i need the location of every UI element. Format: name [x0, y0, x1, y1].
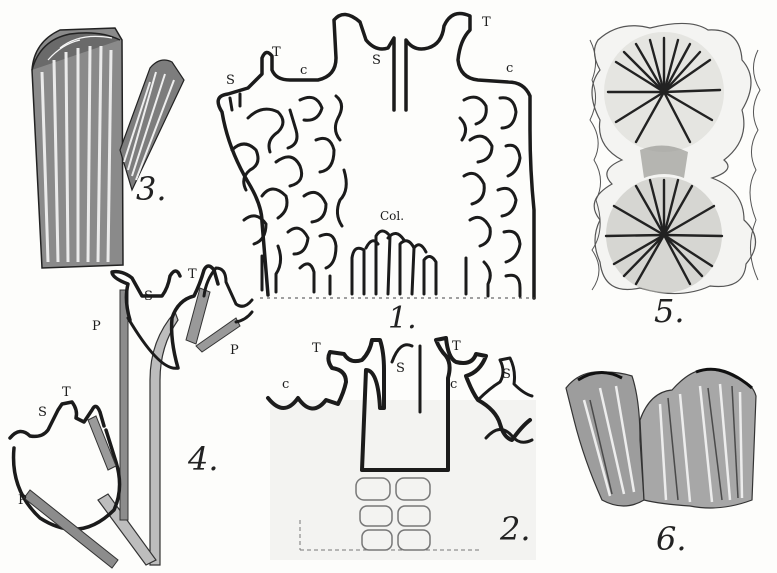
- figure-number-6: 6.: [656, 520, 687, 558]
- fig1-label-c-right: c: [506, 61, 513, 76]
- figure-number-1: 1.: [388, 301, 417, 336]
- fig2-label-c-right: c: [450, 377, 457, 392]
- fig4-label-P-top: P: [92, 319, 101, 334]
- fig2-label-S-center: S: [396, 361, 405, 376]
- figure-number-4: 4.: [187, 440, 219, 478]
- fig2-label-S-right: S: [502, 367, 511, 382]
- fig2-label-T-left: T: [312, 341, 321, 356]
- fig4-label-T-mid: T: [62, 385, 71, 400]
- fig1-label-S-left: S: [226, 73, 235, 88]
- figure-5-drawing: [590, 23, 760, 293]
- figure-number-3: 3.: [136, 170, 167, 208]
- fig2-label-c-left: c: [282, 377, 289, 392]
- figure-number-5: 5.: [654, 292, 685, 330]
- fig2-label-T-right: T: [452, 339, 461, 354]
- fig1-label-T-right: T: [482, 15, 491, 30]
- figure-number-2: 2.: [499, 510, 531, 548]
- fig4-label-P-bottom: P: [18, 493, 27, 508]
- fig4-label-T-top: T: [188, 267, 197, 282]
- figure-3-drawing: [32, 28, 184, 268]
- figure-6-drawing: [566, 369, 756, 508]
- fig1-label-col: Col.: [380, 209, 404, 223]
- fig1-label-T-left: T: [272, 45, 281, 60]
- fig4-label-S-top: S: [144, 289, 153, 304]
- fig4-label-P-right: P: [230, 343, 239, 358]
- fig1-label-c-left: c: [300, 63, 307, 78]
- fig1-label-S-center: S: [372, 53, 381, 68]
- fig4-label-S-mid: S: [38, 405, 47, 420]
